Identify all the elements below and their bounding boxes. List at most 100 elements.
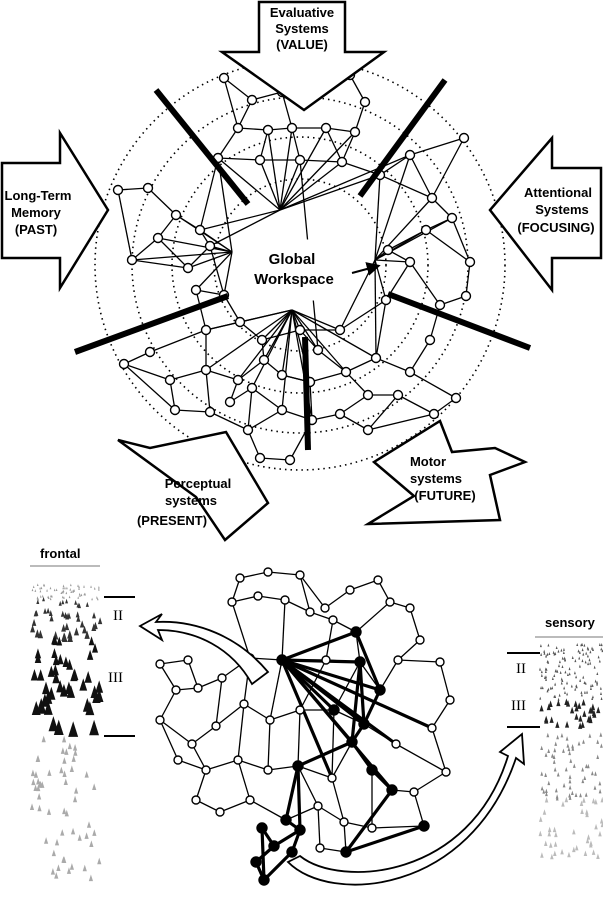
neuron-node-icon — [244, 426, 253, 435]
neuron-node-icon — [293, 761, 303, 771]
neuron-node-icon — [114, 186, 123, 195]
neuron-node-icon — [196, 226, 205, 235]
neuron-node-icon — [184, 264, 193, 273]
neuron-node-icon — [426, 336, 435, 345]
neuron-node-icon — [228, 598, 236, 606]
neuron-node-icon — [342, 368, 351, 377]
neuron-node-icon — [260, 356, 269, 365]
memory-line2: Memory — [11, 205, 62, 220]
neuron-node-icon — [394, 656, 402, 664]
perceptual-line2: systems — [165, 493, 217, 508]
neuron-node-icon — [347, 737, 357, 747]
memory-line3: (PAST) — [15, 222, 57, 237]
neuron-node-icon — [256, 156, 265, 165]
attentional-line3: (FOCUSING) — [517, 220, 594, 235]
neuron-node-icon — [277, 655, 287, 665]
neuron-node-icon — [430, 410, 439, 419]
neuron-node-icon — [329, 616, 337, 624]
bottom-network-edges — [160, 572, 450, 880]
neuron-node-icon — [234, 756, 242, 764]
neuron-node-icon — [146, 348, 155, 357]
neuron-node-icon — [269, 841, 279, 851]
neuron-node-icon — [375, 685, 385, 695]
neuron-node-icon — [466, 258, 475, 267]
evaluative-line2: Systems — [275, 21, 328, 36]
neuron-node-icon — [406, 258, 415, 267]
neuron-node-icon — [212, 722, 220, 730]
motor-arrow: Motor systems (FUTURE) — [368, 421, 525, 524]
neuron-node-icon — [220, 74, 229, 83]
neuron-node-icon — [448, 214, 457, 223]
perceptual-line1: Perceptual — [165, 476, 231, 491]
neuron-node-icon — [202, 766, 210, 774]
neuron-node-icon — [341, 847, 351, 857]
neuron-node-icon — [296, 571, 304, 579]
neuron-node-icon — [171, 406, 180, 415]
sensory-cortex-column — [539, 643, 603, 859]
workspace-arrow-icon — [352, 266, 378, 273]
sensory-layer-ii: II — [516, 661, 526, 677]
neuron-node-icon — [206, 242, 215, 251]
frontal-label: frontal — [40, 546, 80, 561]
neuron-node-icon — [264, 568, 272, 576]
neuron-node-icon — [316, 844, 324, 852]
neuron-node-icon — [384, 246, 393, 255]
neuron-node-icon — [128, 256, 137, 265]
memory-arrow: Long-Term Memory (PAST) — [2, 133, 108, 288]
neuron-node-icon — [248, 96, 257, 105]
motor-line1: Motor — [410, 454, 446, 469]
neuron-node-icon — [216, 808, 224, 816]
neuron-node-icon — [202, 326, 211, 335]
neuron-node-icon — [287, 847, 297, 857]
bottom-panel: frontal II III sensory II III — [30, 546, 603, 885]
global-workspace-box: Global Workspace — [248, 240, 378, 300]
neuron-node-icon — [258, 336, 267, 345]
neuron-node-icon — [286, 456, 295, 465]
neuron-node-icon — [314, 346, 323, 355]
neuron-node-icon — [359, 719, 369, 729]
workspace-label: Workspace — [254, 271, 334, 288]
neuron-node-icon — [296, 706, 304, 714]
neuron-node-icon — [251, 857, 261, 867]
frontal-cortex-column — [30, 583, 104, 881]
motor-line2: systems — [410, 471, 462, 486]
neuron-node-icon — [154, 234, 163, 243]
perceptual-arrow: Perceptual systems (PRESENT) — [118, 432, 268, 540]
neuron-node-icon — [295, 825, 305, 835]
frontal-layer-ii: II — [113, 608, 123, 624]
attentional-line2: Systems — [535, 202, 588, 217]
neuron-node-icon — [351, 627, 361, 637]
neuron-node-icon — [259, 875, 269, 885]
neuron-node-icon — [338, 158, 347, 167]
neuron-node-icon — [202, 366, 211, 375]
neuron-node-icon — [392, 740, 400, 748]
neuron-node-icon — [367, 765, 377, 775]
neuron-node-icon — [410, 788, 418, 796]
neuron-node-icon — [166, 376, 175, 385]
neuron-node-icon — [248, 384, 257, 393]
neuron-node-icon — [436, 658, 444, 666]
neuron-node-icon — [442, 768, 450, 776]
memory-line1: Long-Term — [5, 188, 72, 203]
neuron-node-icon — [406, 604, 414, 612]
frontal-layer-iii: III — [108, 670, 123, 686]
neuron-node-icon — [336, 326, 345, 335]
neuron-node-icon — [188, 740, 196, 748]
attentional-arrow: Attentional Systems (FOCUSING) — [490, 138, 601, 290]
neuron-node-icon — [321, 604, 329, 612]
neuron-node-icon — [281, 596, 289, 604]
neuron-node-icon — [351, 128, 360, 137]
neuron-node-icon — [234, 376, 243, 385]
neuron-node-icon — [236, 318, 245, 327]
neuron-node-icon — [372, 354, 381, 363]
neuron-node-icon — [406, 368, 415, 377]
neuron-node-icon — [278, 406, 287, 415]
neuron-node-icon — [406, 151, 415, 160]
neuron-node-icon — [462, 292, 471, 301]
evaluative-arrow: Evaluative Systems (VALUE) — [222, 2, 384, 110]
neuron-node-icon — [296, 326, 305, 335]
neuron-node-icon — [288, 124, 297, 133]
neuron-node-icon — [306, 608, 314, 616]
motor-line3: (FUTURE) — [414, 488, 475, 503]
evaluative-line3: (VALUE) — [276, 37, 328, 52]
